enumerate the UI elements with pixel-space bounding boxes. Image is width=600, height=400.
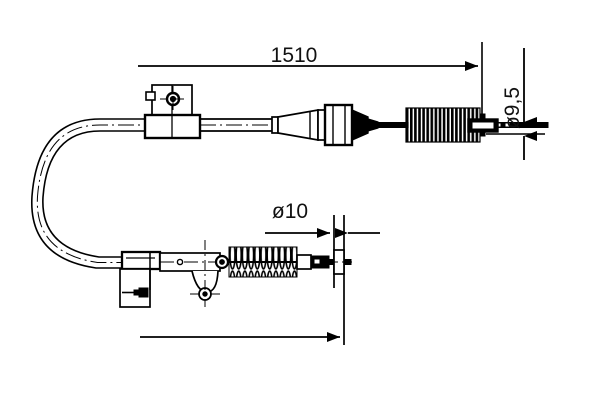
u-shaped-cable-bend: [31, 118, 160, 269]
lower-pivot-clip: [190, 240, 222, 307]
upper-mounting-bracket: [143, 84, 202, 140]
upper-end-terminal: [467, 118, 499, 133]
upper-coupling-collar: [323, 103, 379, 147]
diameter-10-label: ø10: [272, 200, 308, 223]
lower-body-tube: [159, 252, 221, 272]
overall-length-label: 1510: [271, 44, 318, 67]
upper-cable-assembly: [143, 84, 549, 147]
lower-spring-coil: [228, 246, 298, 278]
upper-bolt-eyelet: [160, 86, 186, 112]
upper-spring-coil: [377, 107, 481, 143]
diameter-9-5-label: ø9,5: [501, 87, 524, 129]
lower-eyelet: [214, 254, 230, 270]
lower-cable-assembly: [119, 240, 352, 308]
drawing-geometry: [31, 42, 549, 345]
diameter-10-dimension: [265, 215, 380, 345]
upper-conical-transition: [271, 108, 326, 142]
lower-mounting-bracket: [119, 250, 162, 308]
lower-clamp-bolt: [122, 287, 149, 298]
upper-cable-sheath: [200, 118, 272, 132]
lower-end-plate: [328, 249, 352, 275]
